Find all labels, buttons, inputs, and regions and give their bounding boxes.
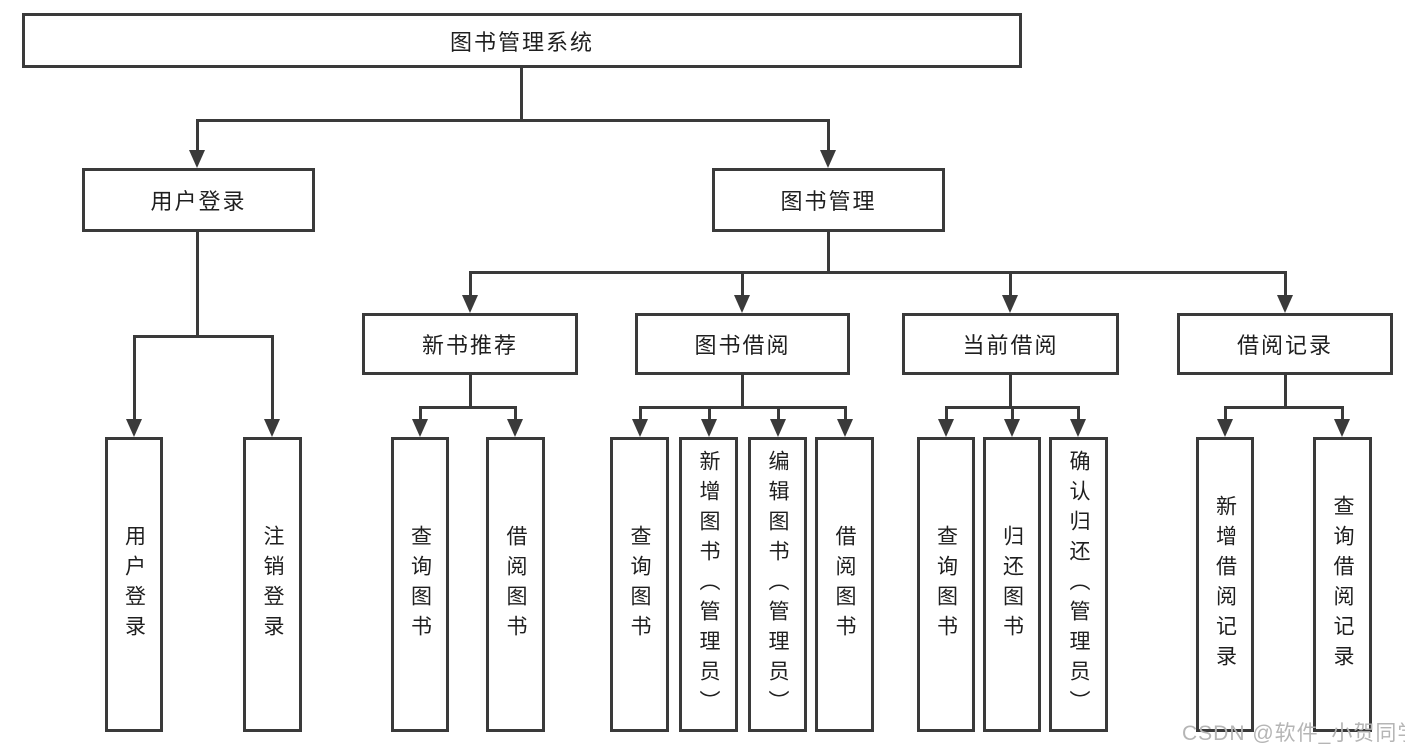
arrowhead — [1334, 419, 1350, 437]
leaf-confirm-return-admin-label: 确认归还（管理员） — [1067, 449, 1090, 720]
arrowhead — [701, 419, 717, 437]
node-borrow-records-label: 借阅记录 — [1236, 333, 1333, 358]
arrowhead — [632, 419, 648, 437]
edge-level2-rail — [196, 119, 830, 122]
edge-drop — [945, 406, 948, 421]
leaf-logout: 注销登录 — [243, 437, 302, 732]
arrowhead-new-book — [462, 295, 478, 313]
edge-drop-new-book — [469, 271, 472, 297]
leaf-query-borrow-record: 查询借阅记录 — [1313, 437, 1372, 732]
node-library-system-label: 图书管理系统 — [449, 29, 594, 55]
node-book-management: 图书管理 — [712, 168, 945, 232]
csdn-watermark: CSDN @软件_小贺同学 — [1182, 722, 1405, 745]
leaf-user-login-label: 用户登录 — [122, 524, 146, 645]
arrowhead-user-login — [189, 150, 205, 168]
arrowhead — [837, 419, 853, 437]
edge-drop-leaf-login — [133, 335, 136, 421]
arrowhead-current-borrow — [1002, 295, 1018, 313]
edge-drop — [419, 406, 422, 421]
leaf-borrow-books-recommend-label: 借阅图书 — [504, 524, 527, 645]
edge-drop-leaf-logout — [271, 335, 274, 421]
edge-drop — [1224, 406, 1227, 421]
node-book-management-label: 图书管理 — [780, 189, 877, 214]
arrowhead-book-borrow — [734, 295, 750, 313]
node-current-borrow: 当前借阅 — [902, 313, 1119, 375]
arrowhead — [412, 419, 428, 437]
edge-new-book-rail — [419, 406, 516, 409]
node-new-book-recommend: 新书推荐 — [362, 313, 578, 375]
edge-drop — [844, 406, 847, 421]
edge-drop — [1341, 406, 1344, 421]
edge-borrow-records-stem — [1284, 375, 1287, 408]
edge-book-borrow-stem — [741, 375, 744, 408]
edge-borrow-records-rail — [1224, 406, 1343, 409]
edge-new-book-stem — [469, 375, 472, 408]
edge-drop — [1011, 406, 1014, 421]
leaf-user-login: 用户登录 — [105, 437, 163, 732]
edge-drop — [708, 406, 711, 421]
edge-drop-current-borrow — [1009, 271, 1012, 297]
leaf-borrow-books-recommend: 借阅图书 — [486, 437, 545, 732]
arrowhead — [507, 419, 523, 437]
node-user-login: 用户登录 — [82, 168, 315, 232]
leaf-borrow-books-label: 借阅图书 — [833, 524, 856, 645]
edge-current-borrow-stem — [1009, 375, 1012, 408]
leaf-add-borrow-record: 新增借阅记录 — [1196, 437, 1254, 732]
edge-drop-book-management — [827, 119, 830, 153]
leaf-confirm-return-admin: 确认归还（管理员） — [1049, 437, 1108, 732]
edge-book-management-stem — [827, 232, 830, 273]
edge-user-login-stem — [196, 232, 199, 336]
edge-level3-rail — [469, 271, 1287, 274]
leaf-add-borrow-record-label: 新增借阅记录 — [1213, 494, 1237, 675]
arrowhead — [1004, 419, 1020, 437]
leaf-edit-books-admin-label: 编辑图书（管理员） — [766, 449, 789, 720]
leaf-query-books-current-label: 查询图书 — [934, 524, 958, 645]
edge-drop-book-borrow — [741, 271, 744, 297]
leaf-query-books-borrow-label: 查询图书 — [628, 524, 651, 645]
edge-drop-borrow-records — [1284, 271, 1287, 297]
node-borrow-records: 借阅记录 — [1177, 313, 1393, 375]
arrowhead — [1217, 419, 1233, 437]
node-new-book-recommend-label: 新书推荐 — [421, 333, 518, 358]
leaf-query-books-recommend: 查询图书 — [391, 437, 449, 732]
leaf-return-books: 归还图书 — [983, 437, 1041, 732]
arrowhead-borrow-records — [1277, 295, 1293, 313]
leaf-logout-label: 注销登录 — [261, 524, 284, 645]
edge-drop — [777, 406, 780, 421]
node-book-borrow-label: 图书借阅 — [694, 333, 791, 358]
leaf-query-books-borrow: 查询图书 — [610, 437, 669, 732]
leaf-query-borrow-record-label: 查询借阅记录 — [1331, 494, 1354, 675]
edge-user-login-rail — [133, 335, 274, 338]
node-library-system: 图书管理系统 — [22, 13, 1022, 68]
leaf-query-books-current: 查询图书 — [917, 437, 975, 732]
leaf-add-books-admin-label: 新增图书（管理员） — [697, 449, 720, 720]
node-current-borrow-label: 当前借阅 — [962, 333, 1059, 358]
arrowhead-book-management — [820, 150, 836, 168]
arrowhead — [770, 419, 786, 437]
edge-drop — [1077, 406, 1080, 421]
edge-root-stem — [520, 68, 523, 120]
leaf-borrow-books: 借阅图书 — [815, 437, 874, 732]
leaf-edit-books-admin: 编辑图书（管理员） — [748, 437, 807, 732]
node-book-borrow: 图书借阅 — [635, 313, 850, 375]
edge-drop — [639, 406, 642, 421]
arrowhead — [1070, 419, 1086, 437]
leaf-query-books-recommend-label: 查询图书 — [408, 524, 432, 645]
leaf-add-books-admin: 新增图书（管理员） — [679, 437, 738, 732]
edge-drop-user-login — [196, 119, 199, 153]
edge-book-borrow-rail — [639, 406, 846, 409]
leaf-return-books-label: 归还图书 — [1000, 524, 1024, 645]
arrowhead-leaf-logout — [264, 419, 280, 437]
arrowhead-leaf-login — [126, 419, 142, 437]
edge-drop — [514, 406, 517, 421]
arrowhead — [938, 419, 954, 437]
node-user-login-label: 用户登录 — [150, 189, 247, 214]
